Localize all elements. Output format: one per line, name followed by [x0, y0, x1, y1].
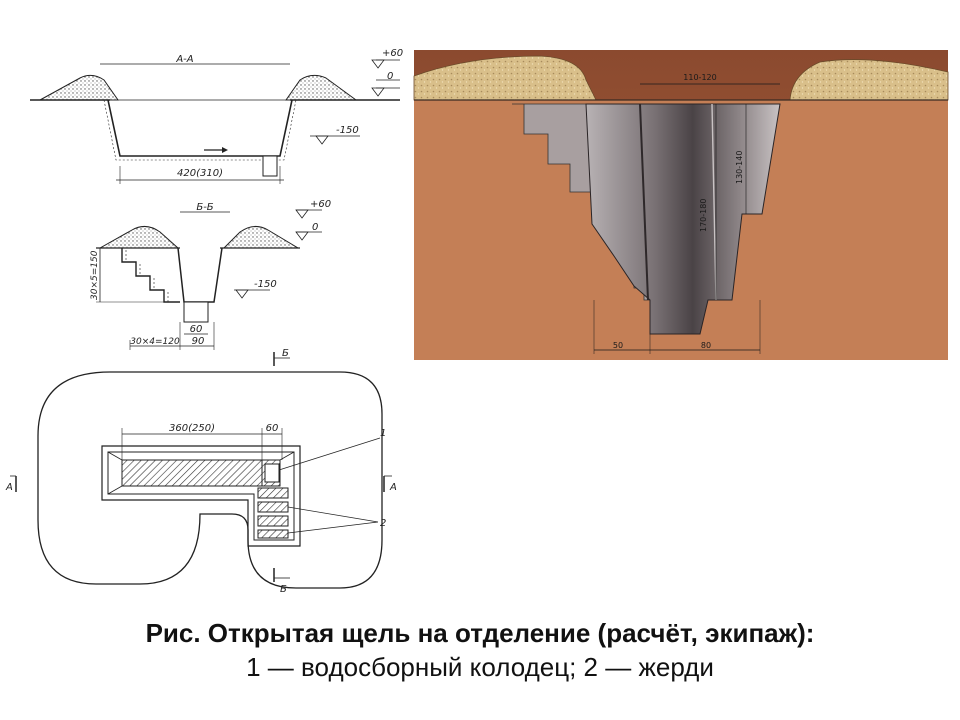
parapet-left-aa — [39, 74, 119, 101]
section-aa-label: А-А — [175, 54, 193, 65]
bb-dim-90: 90 — [192, 336, 205, 347]
bb-steps-length: 30×4=120 — [130, 337, 180, 347]
photo-mound-left — [413, 55, 597, 101]
plan-length: 360(250) — [169, 423, 215, 434]
steps-bb — [121, 248, 180, 303]
plan-parapet-outline — [37, 371, 383, 589]
trench-aa — [107, 99, 293, 157]
parapet-right-bb — [222, 226, 300, 249]
plan-pole-4 — [257, 529, 289, 539]
photo-mound-right — [789, 59, 949, 101]
aa-elev-zero: 0 — [387, 71, 393, 82]
bb-elev-zero: 0 — [312, 222, 318, 233]
bb-elev-bottom: -150 — [254, 279, 277, 290]
aa-width: 420(310) — [177, 168, 223, 179]
plan-trench-bottom — [121, 459, 263, 487]
plan-cut-b-bottom: Б — [280, 584, 287, 595]
plan-pole-3 — [257, 515, 289, 527]
plan-pole-1 — [257, 487, 289, 499]
plan-cut-b-top: Б — [282, 348, 289, 359]
section-aa-drawing: А-А +60 0 -150 420(310) — [30, 48, 403, 184]
bb-steps-height: 30×5=150 — [90, 250, 100, 300]
photo-dim-bottom-right: 80 — [701, 341, 711, 350]
plan-callout-2: 2 — [380, 518, 386, 529]
sump-aa — [262, 155, 278, 177]
figure-caption: Рис. Открытая щель на отделение (расчёт,… — [0, 616, 960, 684]
photo-pit — [585, 103, 781, 335]
photo-dim-top: 110-120 — [683, 73, 716, 82]
section-bb-drawing: Б-Б 30×5=150 +60 0 -150 60 30×4 — [90, 199, 331, 350]
section-bb-label: Б-Б — [196, 202, 213, 213]
photo-dim-depth-1: 170-180 — [699, 199, 708, 232]
aa-elev-bottom: -150 — [336, 125, 359, 136]
trench-bb — [177, 247, 223, 303]
plan-view-drawing: 360(250) 60 1 2 Б Б А А — [5, 348, 397, 595]
color-cross-section-photo: 110-120 170-180 130-140 50 80 — [413, 50, 949, 360]
aa-elev-top: +60 — [382, 48, 403, 59]
photo-dim-bottom-left: 50 — [613, 341, 623, 350]
photo-dim-depth-2: 130-140 — [735, 151, 744, 184]
parapet-left-bb — [98, 226, 180, 249]
caption-legend: 1 — водосборный колодец; 2 — жерди — [246, 652, 714, 682]
sump-bb — [183, 301, 209, 323]
plan-width: 60 — [266, 423, 279, 434]
bb-elev-top: +60 — [310, 199, 331, 210]
parapet-right-aa — [285, 74, 358, 101]
plan-cut-a-right: А — [389, 482, 397, 493]
drawings-canvas: А-А +60 0 -150 420(310) Б — [5, 48, 949, 595]
caption-title: Рис. Открытая щель на отделение (расчёт,… — [145, 618, 815, 648]
plan-callout-1: 1 — [380, 428, 386, 439]
plan-sump — [264, 463, 280, 483]
plan-cut-a-left: А — [5, 482, 13, 493]
plan-pole-2 — [257, 501, 289, 513]
bb-dim-60: 60 — [190, 324, 203, 335]
